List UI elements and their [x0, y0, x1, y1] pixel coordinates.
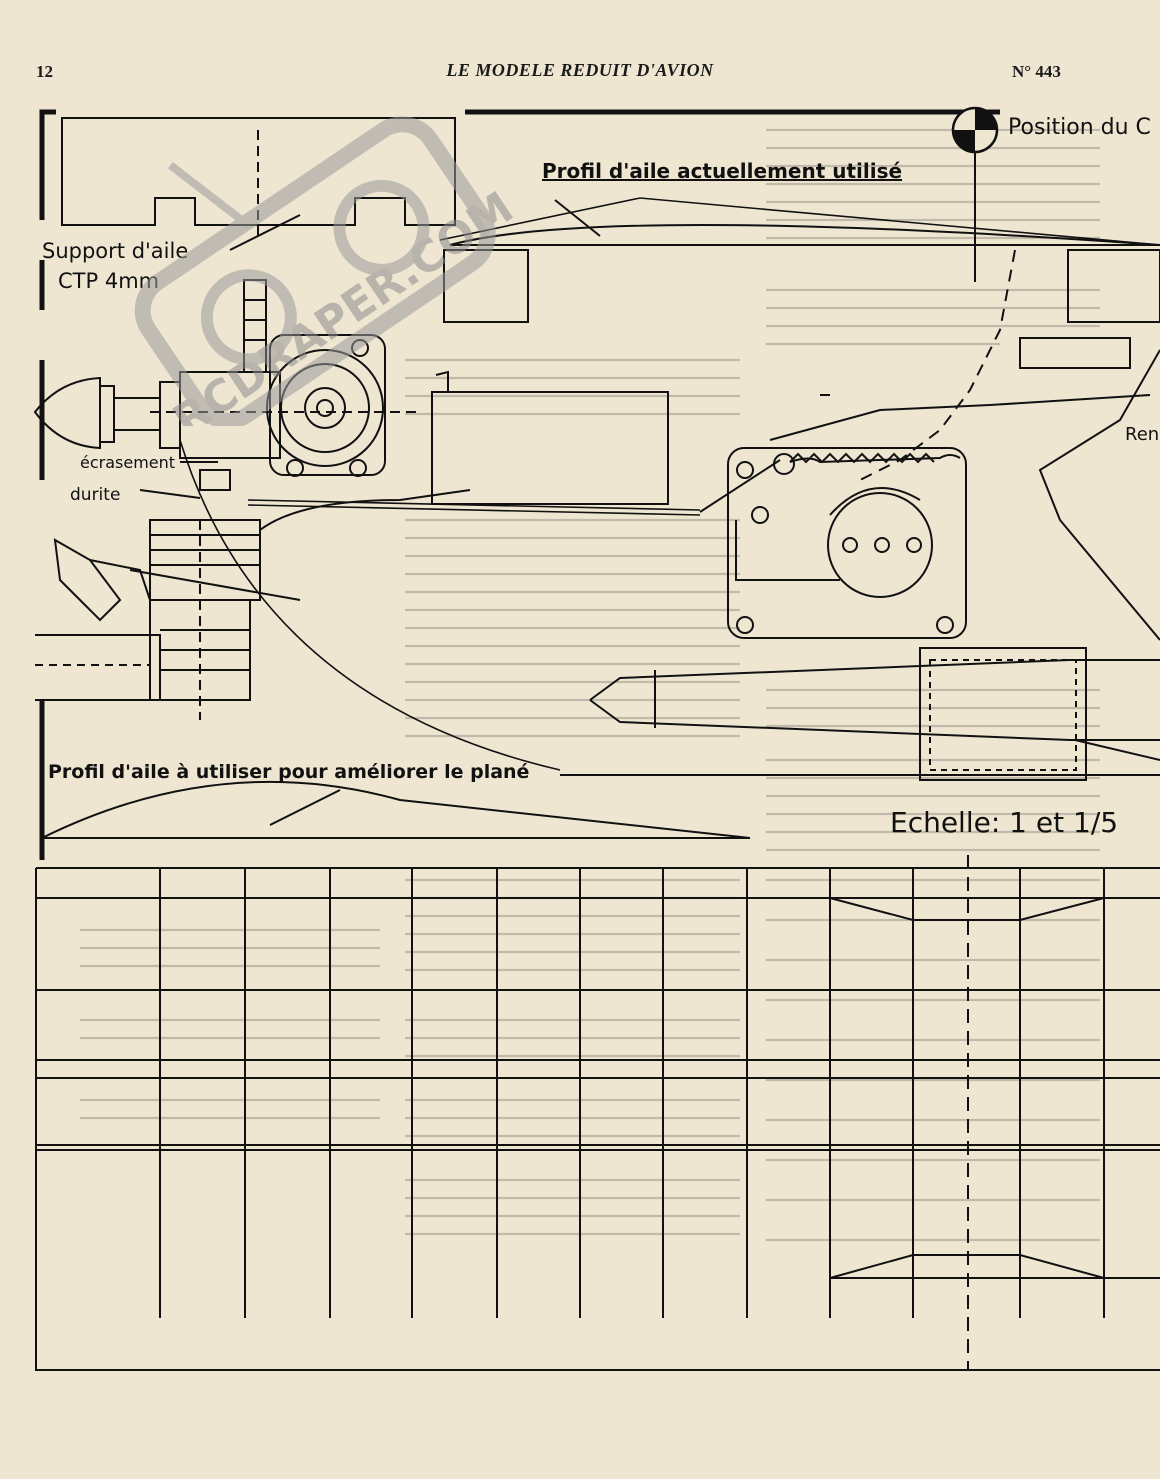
current-profile-label: Profil d'aile actuellement utilisé	[542, 159, 902, 183]
crushing-label: écrasement	[80, 453, 175, 472]
cg-symbol-icon	[951, 106, 999, 154]
wing-plan-grid	[35, 855, 1160, 1371]
magazine-title: LE MODELE REDUIT D'AVION	[446, 60, 714, 80]
hose-label: durite	[70, 485, 120, 505]
wing-support-label: Support d'aile	[42, 239, 188, 263]
issue-number: N° 443	[1012, 62, 1061, 81]
drawing-lines	[33, 109, 1160, 860]
improved-profile-label: Profil d'aile à utiliser pour améliorer …	[48, 761, 529, 783]
scale-label: Echelle: 1 et 1/5	[890, 806, 1118, 839]
background-text	[80, 128, 1100, 1242]
cut-off-label: Ren	[1125, 424, 1159, 445]
wing-support-material-label: CTP 4mm	[58, 269, 159, 293]
page-number: 12	[36, 62, 53, 81]
cg-position-label: Position du C	[1008, 115, 1151, 140]
